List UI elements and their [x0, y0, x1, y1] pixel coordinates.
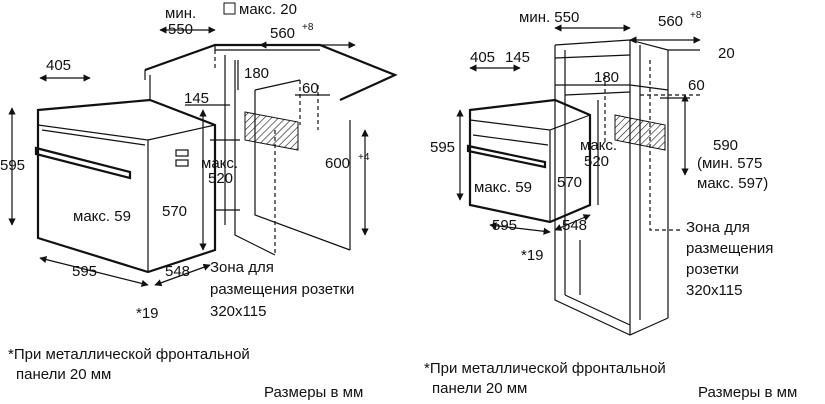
- left-max20: макс. 20: [239, 1, 297, 18]
- left-dim-145: 145: [184, 90, 209, 107]
- left-dim-560: 560: [270, 25, 295, 42]
- right-zone-line1: Зона для: [686, 219, 750, 236]
- right-socket-zone: [614, 114, 666, 151]
- left-oven-handle: [34, 146, 132, 180]
- left-dim-560-sup: +8: [302, 22, 314, 33]
- left-dim-600: 600: [325, 155, 350, 172]
- left-max20-box: [223, 2, 236, 15]
- left-dim-405: 405: [46, 57, 71, 74]
- right-max520-label: макс.: [580, 137, 617, 154]
- left-zone-line3: 320x115: [210, 303, 266, 320]
- left-countertop: [144, 43, 398, 102]
- right-dim-595-v: 595: [430, 139, 455, 156]
- left-dim-595-h: 595: [72, 263, 97, 280]
- left-zone-line2: размещения розетки: [210, 281, 354, 298]
- left-dim-60: 60: [302, 80, 319, 97]
- right-dim-548: 548: [562, 217, 587, 234]
- right-note-line1: *При металлической фронтальной: [424, 360, 666, 377]
- left-dim-600-sup: +4: [358, 152, 370, 163]
- right-dim-560: 560: [658, 13, 683, 30]
- left-max520-label: макс.: [201, 155, 238, 172]
- right-note-line2: панели 20 мм: [432, 380, 527, 397]
- left-dim-595-v: 595: [0, 157, 25, 174]
- left-dim-550: 550: [168, 21, 193, 38]
- right-min575: (мин. 575: [697, 155, 762, 172]
- left-note-line1: *При металлической фронтальной: [8, 346, 250, 363]
- right-dim-590: 590: [713, 137, 738, 154]
- left-dim-548: 548: [165, 263, 190, 280]
- right-dim-405: 405: [470, 49, 495, 66]
- left-zone-line1: Зона для: [210, 259, 274, 276]
- left-dim-520: 520: [208, 170, 233, 187]
- left-units: Размеры в мм: [264, 384, 363, 401]
- right-zone-line4: 320x115: [686, 282, 742, 299]
- right-drawing: [456, 24, 701, 336]
- left-socket-zone: [244, 111, 299, 151]
- right-dim-60: 60: [688, 77, 705, 94]
- right-oven-handle: [466, 144, 547, 169]
- right-dim-145: 145: [505, 49, 530, 66]
- right-oven-body: [468, 98, 592, 224]
- right-max59: макс. 59: [474, 179, 532, 196]
- right-units: Размеры в мм: [698, 384, 797, 401]
- left-min-label: мин.: [165, 5, 196, 22]
- right-dim-20: 20: [718, 45, 735, 62]
- right-cabinet: [554, 45, 669, 336]
- left-dim-570: 570: [162, 203, 187, 220]
- right-dim-570: 570: [557, 174, 582, 191]
- right-dim-180: 180: [594, 69, 619, 86]
- right-max597: макс. 597): [697, 175, 768, 192]
- left-note-line2: панели 20 мм: [16, 366, 111, 383]
- right-dim-520: 520: [584, 153, 609, 170]
- right-star19: *19: [521, 247, 544, 264]
- right-dim-595-h: 595: [492, 217, 517, 234]
- left-drawing: [8, 26, 398, 287]
- left-oven-body: [36, 98, 217, 274]
- left-max59: макс. 59: [73, 208, 131, 225]
- right-dim-560-sup: +8: [690, 10, 702, 21]
- left-dim-180: 180: [244, 65, 269, 82]
- right-zone-line2: размещения: [686, 240, 773, 257]
- left-star19: *19: [136, 305, 159, 322]
- right-zone-line3: розетки: [686, 261, 739, 278]
- right-min550: мин. 550: [519, 9, 579, 26]
